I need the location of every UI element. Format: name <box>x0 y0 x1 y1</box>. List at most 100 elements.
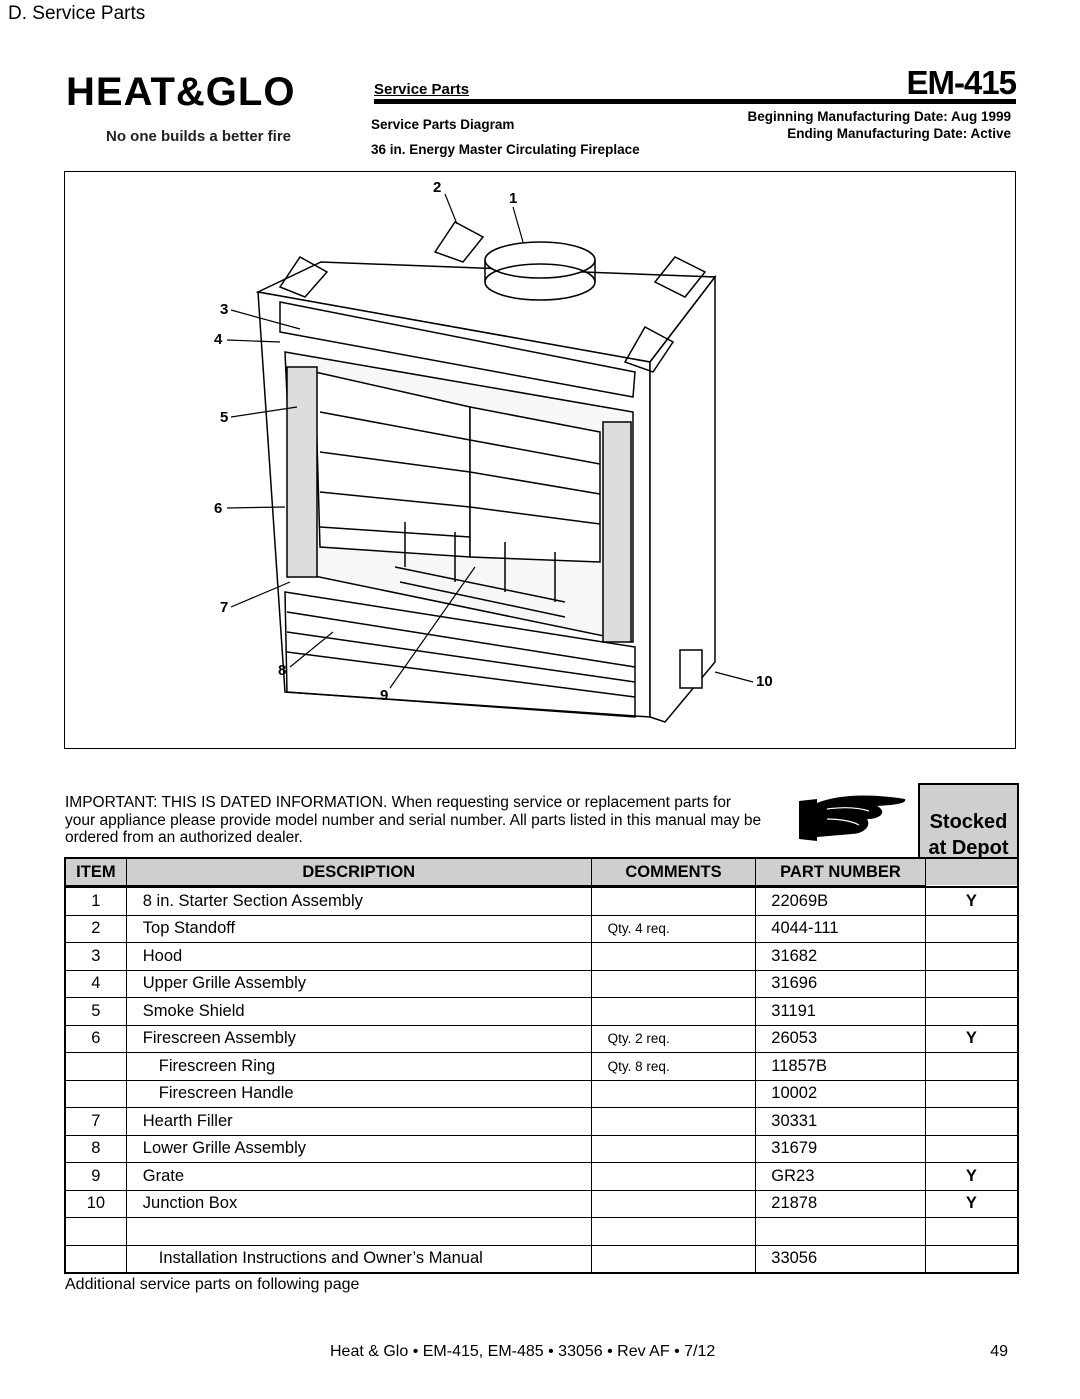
table-row <box>64 1217 1019 1246</box>
part-number-cell: 26053 <box>755 1024 926 1053</box>
description-cell: 8 in. Starter Section Assembly <box>125 886 592 916</box>
callout-9: 9 <box>380 687 388 704</box>
comments-cell: Qty. 2 req. <box>590 1024 757 1053</box>
item-cell: 7 <box>64 1107 127 1136</box>
comments-cell <box>590 1079 757 1108</box>
stocked-cell: Y <box>924 1024 1019 1053</box>
item-cell: 10 <box>64 1189 127 1218</box>
brand-tagline: No one builds a better fire <box>106 128 292 145</box>
stocked-cell <box>924 1217 1019 1246</box>
table-row: Firescreen Handle 10002 <box>64 1079 1019 1108</box>
item-cell <box>64 1244 127 1274</box>
comments-cell <box>590 1107 757 1136</box>
comments-cell <box>590 886 757 916</box>
stocked-cell <box>924 1052 1019 1081</box>
part-number-cell <box>755 1217 926 1246</box>
comments-cell <box>590 1217 757 1246</box>
description-cell: Hearth Filler <box>125 1107 592 1136</box>
end-date: Ending Manufacturing Date: Active <box>787 126 1011 141</box>
part-number-cell: 31696 <box>755 969 926 998</box>
description-cell: Grate <box>125 1162 592 1191</box>
callout-6: 6 <box>214 500 222 517</box>
header-description: DESCRIPTION <box>125 857 592 888</box>
diagram-title: Service Parts Diagram <box>371 117 515 132</box>
part-number-cell: 31682 <box>755 942 926 971</box>
brand-logo: HEAT&GLO No one builds a better fire <box>66 62 366 154</box>
fireplace-diagram: 2 1 3 4 5 6 7 8 9 10 <box>64 171 1016 749</box>
description-cell: Upper Grille Assembly <box>125 969 592 998</box>
comments-cell <box>590 1162 757 1191</box>
pointing-hand-icon <box>799 795 906 841</box>
footnote: Additional service parts on following pa… <box>65 1276 360 1293</box>
item-cell <box>64 1079 127 1108</box>
header-part-number: PART NUMBER <box>755 857 926 888</box>
product-name: 36 in. Energy Master Circulating Firepla… <box>371 142 640 157</box>
description-cell: Lower Grille Assembly <box>125 1134 592 1163</box>
stocked-cell <box>924 1107 1019 1136</box>
table-row: Installation Instructions and Owner’s Ma… <box>64 1244 1019 1274</box>
description-cell: Firescreen Handle <box>125 1079 592 1108</box>
fireplace-illustration: 2 1 3 4 5 6 7 8 9 10 <box>214 179 773 723</box>
comments-cell <box>590 997 757 1026</box>
callout-5: 5 <box>220 409 228 426</box>
item-cell <box>64 1217 127 1246</box>
footer-text: Heat & Glo • EM-415, EM-485 • 33056 • Re… <box>330 1343 716 1360</box>
part-number-cell: 30331 <box>755 1107 926 1136</box>
item-cell: 8 <box>64 1134 127 1163</box>
item-cell: 1 <box>64 886 127 916</box>
stocked-cell: Y <box>924 886 1019 916</box>
item-cell: 6 <box>64 1024 127 1053</box>
description-cell <box>125 1217 592 1246</box>
description-cell: Top Standoff <box>125 914 592 943</box>
stocked-cell: Y <box>924 1162 1019 1191</box>
stocked-line-2: at Depot <box>928 837 1009 859</box>
part-number-cell: 31191 <box>755 997 926 1026</box>
header-comments: COMMENTS <box>590 857 757 888</box>
part-number-cell: 11857B <box>755 1052 926 1081</box>
item-cell: 2 <box>64 914 127 943</box>
comments-cell <box>590 969 757 998</box>
page-number: 49 <box>990 1343 1008 1360</box>
stocked-line-1: Stocked <box>929 811 1008 833</box>
callout-4: 4 <box>214 331 223 348</box>
model-number: EM-415 <box>906 64 1017 101</box>
stocked-cell <box>924 914 1019 943</box>
stocked-cell <box>924 969 1019 998</box>
callout-8: 8 <box>278 662 286 679</box>
comments-cell <box>590 1244 757 1274</box>
stocked-cell <box>924 1244 1019 1274</box>
item-cell: 9 <box>64 1162 127 1191</box>
description-cell: Junction Box <box>125 1189 592 1218</box>
comments-cell <box>590 942 757 971</box>
item-cell: 5 <box>64 997 127 1026</box>
part-number-cell: 21878 <box>755 1189 926 1218</box>
callout-2: 2 <box>433 179 441 196</box>
item-cell <box>64 1052 127 1081</box>
begin-date: Beginning Manufacturing Date: Aug 1999 <box>747 109 1011 124</box>
stocked-cell <box>924 1134 1019 1163</box>
comments-cell: Qty. 8 req. <box>590 1052 757 1081</box>
callout-7: 7 <box>220 599 228 616</box>
brand-wordmark: HEAT&GLO <box>66 70 296 114</box>
part-number-cell: 22069B <box>755 886 926 916</box>
part-number-cell: 31679 <box>755 1134 926 1163</box>
leader-lines <box>226 193 754 689</box>
table-header-row: ITEM DESCRIPTION COMMENTS PART NUMBER <box>64 857 1018 888</box>
part-number-cell: 10002 <box>755 1079 926 1108</box>
header-stocked <box>924 858 1018 888</box>
item-cell: 3 <box>64 942 127 971</box>
stocked-cell <box>924 1079 1019 1108</box>
stocked-cell <box>924 997 1019 1026</box>
callout-10: 10 <box>756 673 773 690</box>
